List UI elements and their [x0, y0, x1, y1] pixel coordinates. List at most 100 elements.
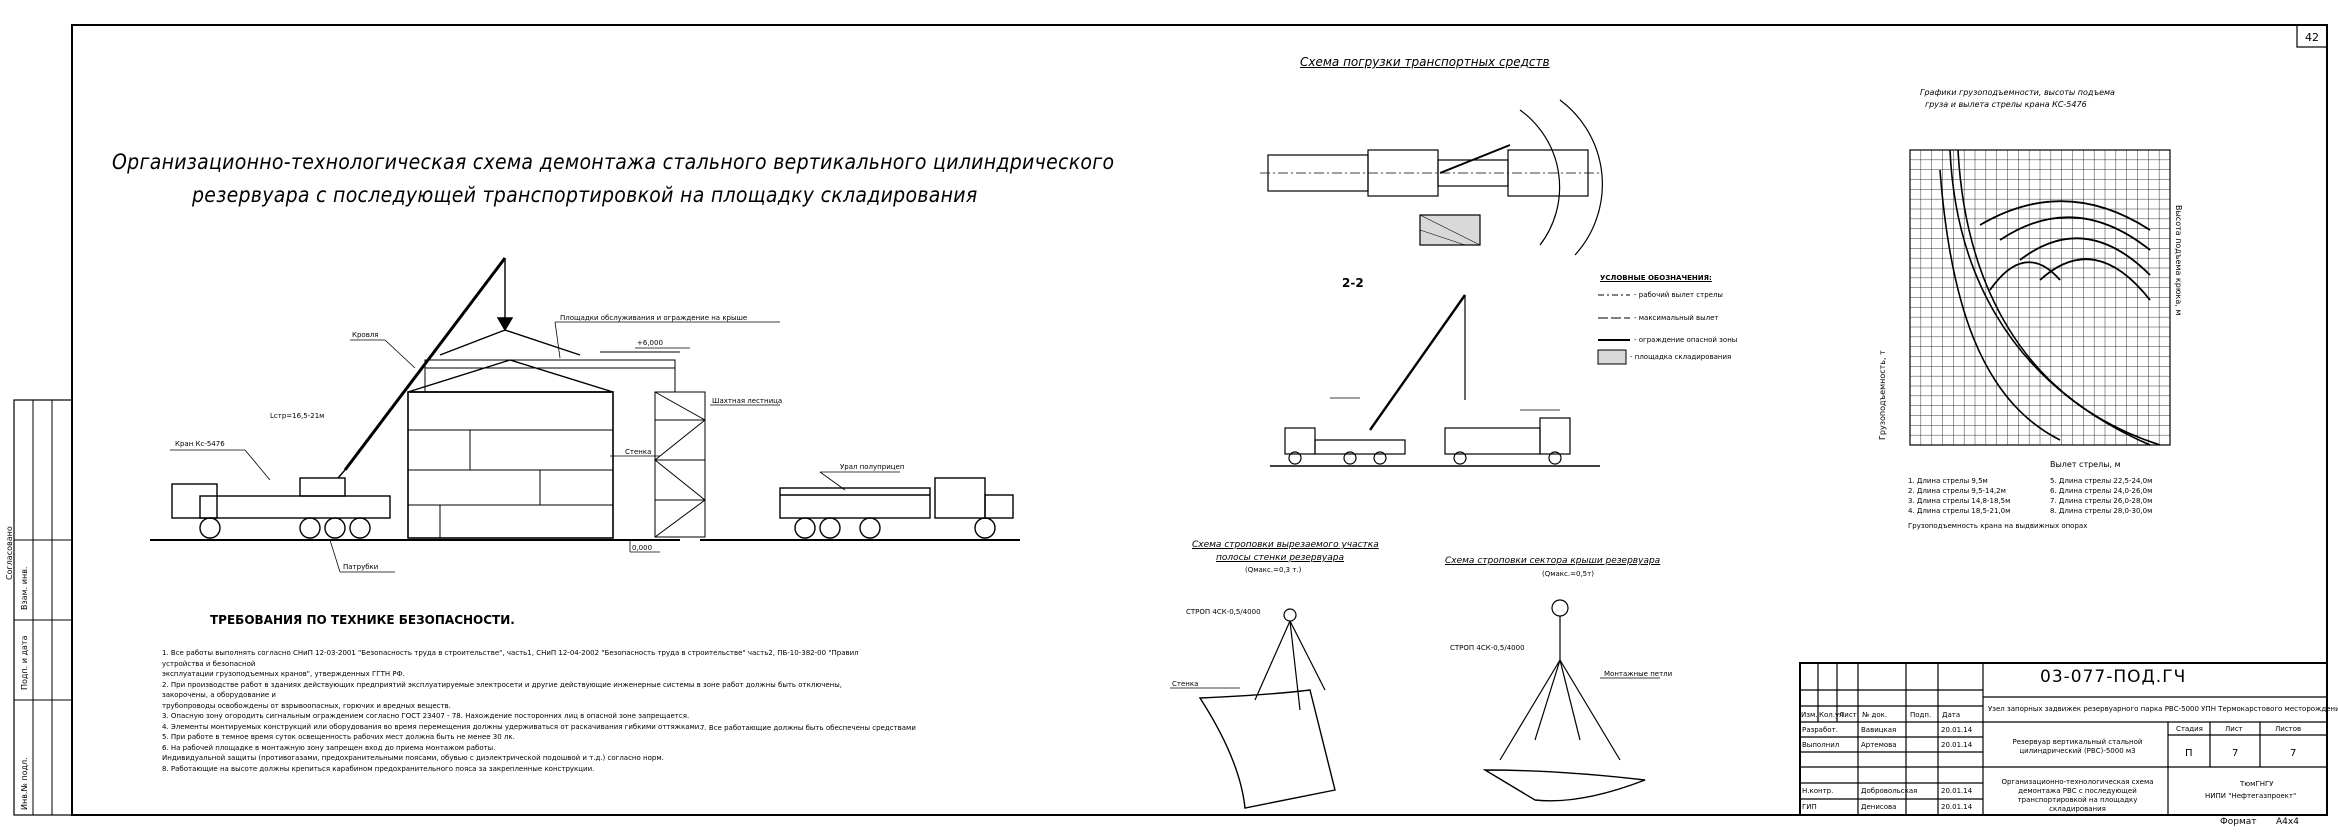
main-title-line2: резервуара с последующей транспортировко…	[192, 183, 978, 207]
title-block	[1799, 662, 2328, 816]
chart-legend-6: 6. Длина стрелы 24,0-26,0м	[2050, 487, 2153, 495]
legend-title: УСЛОВНЫЕ ОБОЗНАЧЕНИЯ:	[1600, 274, 1712, 282]
chart-capacity-curve	[1939, 169, 2061, 441]
elev-top-label: +6,000	[637, 339, 663, 347]
tb-h-izm: Изм.	[1801, 711, 1818, 719]
tb-name-5: Денисова	[1861, 803, 1897, 811]
chart-title-1: Графики грузоподъемности, высоты подъема	[1920, 88, 2115, 97]
inv-no-label: Инв.№ подл.	[20, 757, 29, 810]
crane-label: Кран Кс-5476	[175, 440, 225, 448]
tb-role-1: Разработ.	[1802, 726, 1838, 734]
tb-name-2: Артемова	[1861, 741, 1897, 749]
tb-code: 03-077-ПОД.ГЧ	[2040, 667, 2187, 687]
tb-role-5: ГИП	[1802, 803, 1817, 811]
legend-item-4: - площадка складирования	[1630, 353, 1732, 361]
sling-scheme-1	[1170, 608, 1336, 809]
req-line-8: 6. На рабочей площадке в монтажную зону …	[162, 743, 496, 752]
tb-h-date: Дата	[1942, 711, 1961, 719]
krovlya-label: Кровля	[352, 331, 379, 339]
req-line-2: эксплуатации грузоподъемных кранов", утв…	[162, 670, 405, 678]
truck-label: Урал полуприцеп	[840, 463, 905, 471]
crane-chart	[1909, 149, 2171, 446]
req-line-3: 2. При производстве работ в зданиях дейс…	[162, 680, 843, 700]
tb-h-list: Лист	[1839, 711, 1857, 719]
tb-role-4: Н.контр.	[1802, 787, 1834, 795]
tb-name-1: Вавицкая	[1861, 726, 1897, 734]
chart-height-curve	[1979, 200, 2151, 231]
tb-org-2: НИПИ "Нефтегазпроект"	[2205, 792, 2297, 800]
base-label: Патрубки	[343, 563, 379, 571]
chart-height-curve	[2039, 258, 2151, 301]
tb-sheet-label: Лист	[2225, 725, 2243, 733]
main-title-line1: Организационно-технологическая схема дем…	[112, 150, 1115, 174]
chart-height-curve	[2019, 237, 2151, 276]
tb-name-4: Добровольская	[1861, 787, 1918, 795]
req-line-1: 1. Все работы выполнять согласно СНиП 12…	[162, 649, 859, 668]
chart-xlabel: Вылет стрелы, м	[2050, 460, 2121, 469]
req-line-6: 4. Элементы монтируемых конструкций или …	[162, 722, 702, 731]
sign-date-label: Подп. и дата	[20, 635, 29, 690]
crane-main	[171, 257, 581, 539]
chart-capacity-curve	[1957, 149, 2161, 446]
chart-legend-4: 4. Длина стрелы 18,5-21,0м	[1908, 507, 2011, 515]
wall-label: Стенка	[625, 448, 652, 456]
chart-legend-3: 3. Длина стрелы 14,8-18,5м	[1908, 497, 2011, 505]
legend-item-1: - рабочий вылет стрелы	[1634, 291, 1723, 299]
req-line-4: трубопроводы освобождены от взрывоопасны…	[162, 701, 451, 710]
req-line-9: Индивидуальной защиты (противогазами, пр…	[162, 754, 664, 762]
platforms-label: Площадки обслуживания и ограждение на кр…	[560, 314, 748, 322]
sling2-title: Схема строповки сектора крыши резервуара	[1445, 556, 1661, 566]
chart-legend-8: 8. Длина стрелы 28,0-30,0м	[2050, 507, 2153, 515]
shaft-label: Шахтная лестница	[712, 397, 783, 405]
chart-footnote: Грузоподъемность крана на выдвижных опор…	[1908, 522, 2088, 530]
sling2-note: Монтажные петли	[1604, 670, 1673, 678]
sling1-title-2: полосы стенки резервуара	[1216, 553, 1344, 563]
tb-date-1: 20.01.14	[1941, 726, 1973, 734]
tb-date-4: 20.01.14	[1941, 787, 1973, 795]
loading-plan	[1260, 99, 1603, 256]
chart-height-curve	[1999, 216, 2151, 251]
sling1-title-1: Схема строповки вырезаемого участка	[1192, 540, 1379, 550]
tb-stage: П	[2185, 748, 2193, 759]
req-line-5: 3. Опасную зону огородить сигнальным огр…	[162, 712, 690, 720]
truck-main	[779, 477, 1014, 539]
sling1-note: СТРОП 4СК-0,5/4000	[1186, 608, 1261, 616]
tb-org-1: ТюмГНГУ	[2240, 780, 2274, 788]
sling2-note-sling: СТРОП 4СК-0,5/4000	[1450, 644, 1525, 652]
chart-ylabel-right: Высота подъема крюка, м	[2174, 205, 2183, 316]
page-number-box	[2296, 24, 2328, 48]
requirements-extra: 7. Все работающие должны быть обеспечены…	[700, 724, 916, 732]
sling2-sub: (Qмакс.=0,5т)	[1542, 570, 1594, 578]
tb-role-2: Выполнил	[1802, 741, 1840, 749]
tb-drawing-name: Организационно-технологическая схема дем…	[2001, 778, 2154, 813]
inv-replace-label: Взам. инв.	[20, 567, 29, 610]
loading-title: Схема погрузки транспортных средств	[1300, 55, 1550, 69]
sling-scheme-2	[1482, 599, 1660, 802]
chart-legend-left: 1. Длина стрелы 9,5м 2. Длина стрелы 9,5…	[1908, 476, 2010, 516]
legend-item-3: - ограждение опасной зоны	[1634, 336, 1738, 344]
tb-h-kol: Кол.уч	[1819, 711, 1844, 719]
boom-label: Lстр=16,5-21м	[270, 412, 325, 420]
chart-legend-right: 5. Длина стрелы 22,5-24,0м 6. Длина стре…	[2050, 476, 2152, 516]
elev-zero-label: 0,000	[632, 544, 653, 552]
chart-legend-1: 1. Длина стрелы 9,5м	[1908, 477, 1988, 485]
chart-legend-7: 7. Длина стрелы 26,0-28,0м	[2050, 497, 2153, 505]
format-value: А4х4	[2276, 817, 2299, 827]
agreed-label: Согласовано	[5, 526, 14, 580]
requirements-heading: ТРЕБОВАНИЯ ПО ТЕХНИКЕ БЕЗОПАСНОСТИ.	[210, 613, 515, 627]
format-label: Формат	[2220, 817, 2257, 827]
tb-h-sign: Подп.	[1910, 711, 1932, 719]
req-line-7: 5. При работе в темное время суток освещ…	[162, 733, 515, 741]
tb-date-2: 20.01.14	[1941, 741, 1973, 749]
tb-stage-label: Стадия	[2176, 725, 2203, 733]
legend-item-2: - максимальный вылет	[1634, 314, 1719, 322]
tb-project: Узел запорных задвижек резервуарного пар…	[1988, 705, 2338, 713]
loading-legend	[1597, 294, 1630, 365]
tb-h-doc: № док.	[1862, 711, 1888, 719]
section-2-2	[1270, 294, 1600, 467]
tb-date-5: 20.01.14	[1941, 803, 1973, 811]
chart-legend-2: 2. Длина стрелы 9,5-14,2м	[1908, 487, 2006, 495]
chart-legend-5: 5. Длина стрелы 22,5-24,0м	[2050, 477, 2153, 485]
